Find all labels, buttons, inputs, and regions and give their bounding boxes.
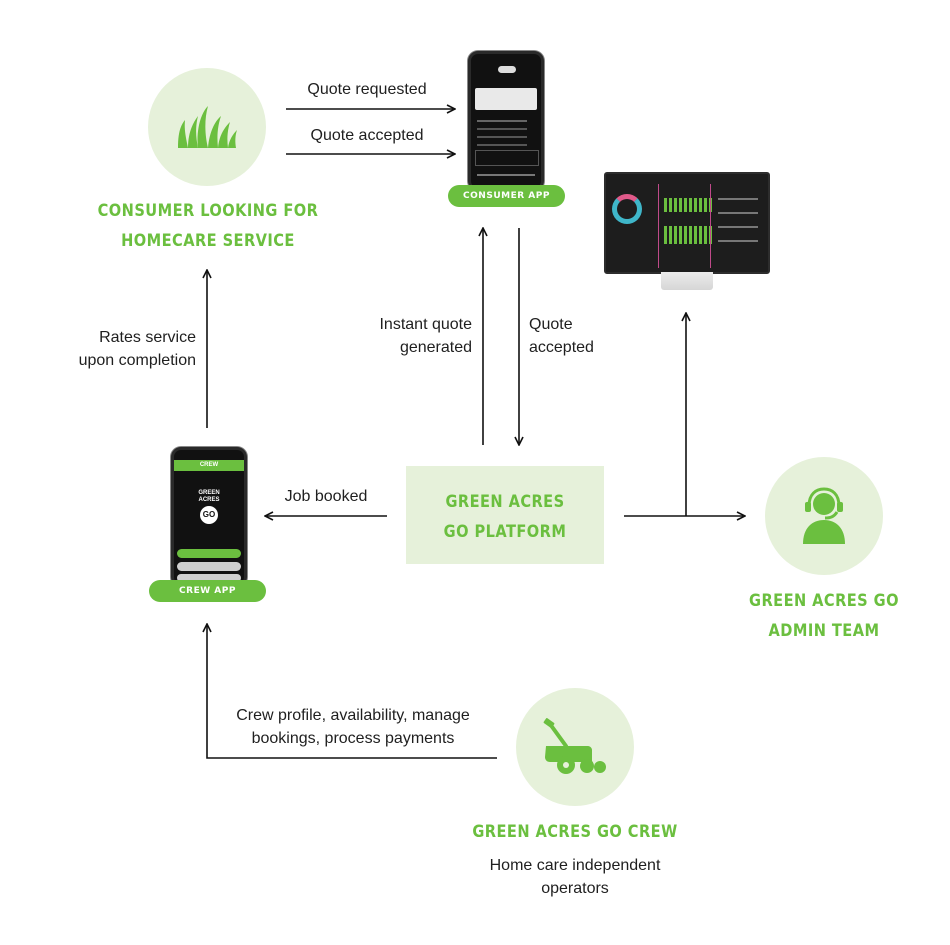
platform-box: [406, 466, 604, 564]
lawn-mower-icon: [543, 718, 606, 774]
consumer-circle: [148, 68, 266, 186]
dashboard-divider-2: [710, 184, 711, 268]
monitor-stand: [661, 272, 713, 290]
label-job-booked: Job booked: [284, 488, 368, 505]
consumer-app-label: CONSUMER APP: [448, 185, 565, 207]
crew-input-1: [177, 562, 241, 571]
label-crew-profile: Crew profile, availability, manage booki…: [236, 707, 470, 747]
admin-dashboard-monitor: [604, 172, 770, 274]
crew-input-2: [177, 574, 241, 582]
dashboard-list: [718, 198, 758, 200]
platform-title: GREEN ACRES GO PLATFORM: [443, 492, 567, 542]
crew-login-button: [177, 549, 241, 558]
dashboard-divider-1: [658, 184, 659, 268]
dashboard-bars-top: [664, 198, 712, 212]
consumer-title: CONSUMER LOOKING FOR HOMECARE SERVICE: [97, 201, 319, 251]
dashboard-donut: [612, 194, 642, 224]
label-quote-requested: Quote requested: [307, 81, 427, 98]
label-quote-accepted-mid: Quote accepted: [529, 316, 594, 356]
phone-footer-line: [477, 174, 535, 176]
crew-app-label: CREW APP: [149, 580, 266, 602]
grass-icon: [178, 106, 237, 148]
consumer-app-phone: [468, 51, 544, 191]
crew-screen-header: CREW: [174, 460, 244, 471]
crew-logo-badge: GO: [200, 506, 218, 524]
phone-map-card: [475, 88, 537, 110]
phone-row-box: [475, 150, 539, 166]
phone-toggle: [498, 66, 516, 73]
label-instant-quote: Instant quote generated: [379, 316, 472, 356]
label-rates-service: Rates service upon completion: [78, 329, 196, 369]
crew-logo: GREEN ACRES GO: [189, 490, 229, 524]
label-quote-accepted-top: Quote accepted: [310, 127, 424, 144]
crew-app-phone: CREW GREEN ACRES GO: [171, 447, 247, 587]
arrow-crew-profile: [207, 624, 497, 759]
admin-title: GREEN ACRES GO ADMIN TEAM: [749, 591, 899, 641]
crew-title: GREEN ACRES GO CREW: [472, 822, 678, 842]
dashboard-bars-bottom: [664, 226, 712, 244]
crew-subtitle: Home care independent operators: [489, 857, 661, 897]
headset-person-icon: [803, 487, 845, 544]
admin-circle: [765, 457, 883, 575]
phone-text-lines: [477, 120, 527, 122]
